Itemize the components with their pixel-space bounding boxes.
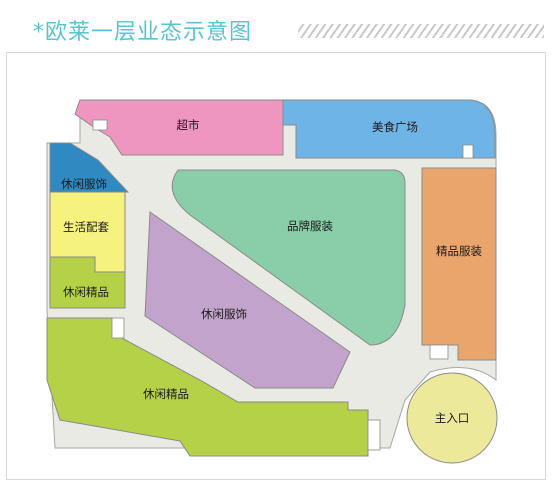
zone-casual-boutique-bottom[interactable]: [46, 317, 369, 457]
zone-food-court[interactable]: [282, 99, 496, 159]
label-main-entrance: 主入口: [435, 411, 470, 425]
label-boutique-apparel: 精品服装: [436, 244, 482, 258]
zone-boutique-apparel[interactable]: [421, 167, 497, 361]
food-court-notch: [462, 144, 474, 159]
boutique-apparel-notch: [429, 344, 449, 360]
zone-main-entrance[interactable]: [406, 372, 498, 464]
zone-casual-boutique-left[interactable]: [49, 256, 126, 309]
bottom-notch-left: [111, 317, 125, 339]
zone-casual-wear-center[interactable]: [144, 211, 351, 389]
label-food-court: 美食广场: [372, 120, 418, 134]
bottom-notch-right: [367, 419, 381, 451]
label-casual-boutique-left: 休闲精品: [63, 285, 109, 299]
supermarket-notch: [92, 119, 108, 131]
label-brand-apparel: 品牌服装: [287, 219, 333, 233]
label-casual-wear-center: 休闲服饰: [201, 307, 247, 321]
zone-casual-wear-left[interactable]: [49, 142, 130, 193]
title-hatch-decoration: [298, 24, 544, 38]
zone-brand-apparel[interactable]: [171, 169, 406, 346]
label-supermarket: 超市: [177, 118, 200, 132]
label-casual-boutique-bottom: 休闲精品: [143, 387, 189, 401]
map-frame: [6, 52, 546, 480]
label-casual-wear-left: 休闲服饰: [61, 177, 107, 191]
page-title: *欧莱一层业态示意图: [33, 20, 253, 45]
label-lifestyle: 生活配套: [63, 220, 109, 234]
